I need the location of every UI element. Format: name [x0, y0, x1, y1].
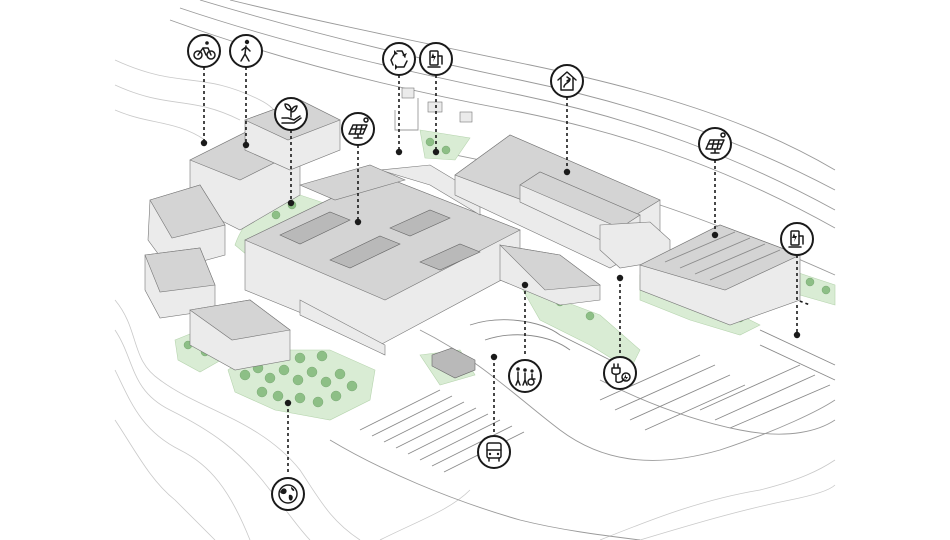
curved-ward-building [144, 99, 341, 371]
ev-charger-icon [419, 42, 453, 76]
hand-plant-icon [274, 97, 308, 131]
surface-parking [359, 319, 836, 473]
ev-charger-icon [780, 222, 814, 256]
bicycle-icon [187, 34, 221, 68]
main-hospital-block [244, 164, 601, 356]
parking-structure [639, 224, 801, 326]
solar-panel-icon [341, 112, 375, 146]
pavilion [431, 347, 476, 379]
callout-leaders [200, 67, 811, 475]
recycling-icon [382, 42, 416, 76]
globe-icon [271, 477, 305, 511]
home-energy-icon [550, 64, 584, 98]
pedestrian-icon [229, 34, 263, 68]
family-accessibility-icon [508, 359, 542, 393]
bus-icon [477, 435, 511, 469]
administration-building [454, 134, 671, 269]
topography-lines [114, 59, 836, 540]
highway [169, 0, 836, 229]
ev-plug-icon [603, 356, 637, 390]
solar-panel-icon [698, 127, 732, 161]
service-structures [394, 87, 473, 131]
